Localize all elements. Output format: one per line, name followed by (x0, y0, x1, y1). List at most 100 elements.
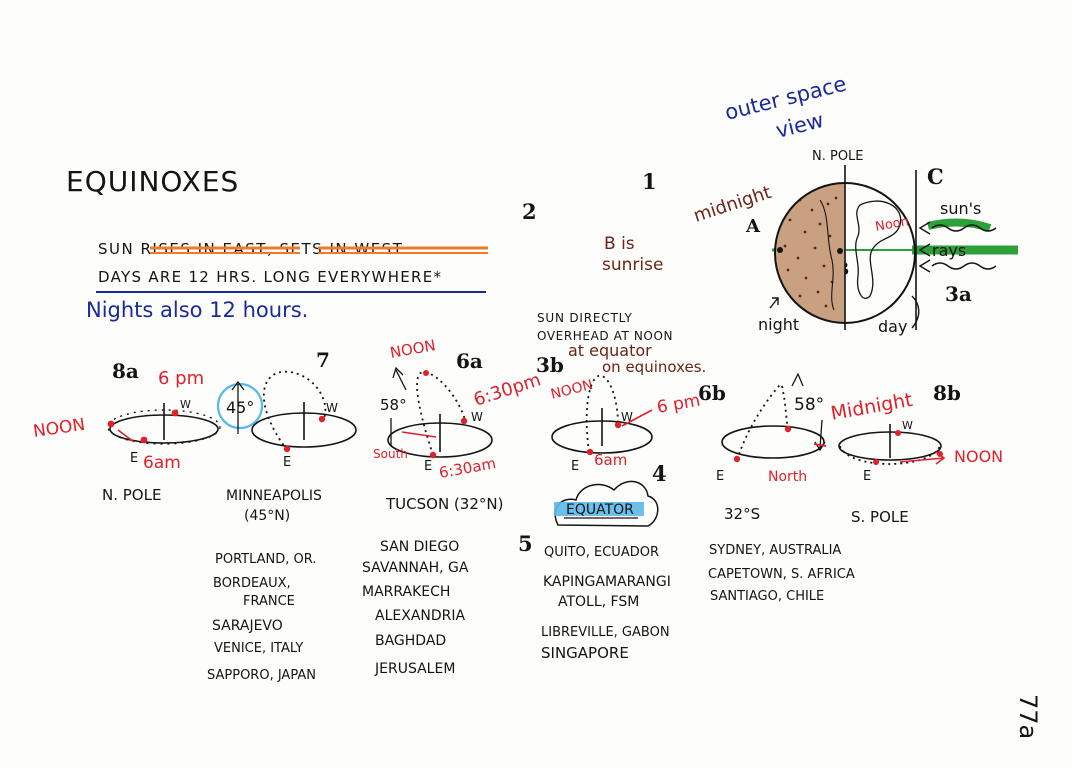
sun-path (839, 445, 941, 465)
sun-dot (614, 421, 622, 429)
sun-dot (140, 436, 148, 444)
city: QUITO, ECUADOR (544, 545, 659, 560)
night-side (775, 183, 845, 323)
sun-path (585, 374, 619, 453)
sunrise-text: sunrise (602, 255, 663, 275)
suns-label: sun's (940, 199, 981, 218)
city: ATOLL, FSM (558, 594, 639, 610)
diagram-south-pole: Midnight W NOON E S. POLE (829, 389, 1003, 526)
sun-dot (895, 430, 901, 436)
point-a-label: A (745, 216, 761, 237)
city: KAPINGAMARANGI (543, 574, 671, 590)
sun-path (107, 409, 221, 445)
ray-arrowhead (918, 243, 931, 257)
sun-dot (423, 370, 429, 376)
north-label: North (768, 469, 807, 485)
ray-arrowhead (918, 221, 931, 235)
north-marker (813, 443, 827, 447)
night-label: night (758, 315, 799, 334)
east-label: E (863, 469, 871, 484)
south-line (401, 431, 437, 438)
angle-label: 58° (380, 396, 407, 414)
label-8a: 8a (112, 359, 139, 383)
note-sun-directly: SUN DIRECTLY (537, 311, 633, 325)
six-am-label: 6am (594, 451, 627, 469)
continent-outline (855, 200, 902, 299)
six-pm-label: 6 pm (655, 391, 701, 418)
label-1: 1 (642, 169, 657, 194)
west-label: W (471, 410, 483, 424)
sun-dot (784, 425, 792, 433)
night-arrow (769, 297, 779, 309)
sun-dot (171, 409, 179, 417)
diagram-minneapolis: 45° W E MINNEAPOLIS (45°N) (216, 370, 357, 524)
south-label: South (373, 447, 408, 461)
city: SINGAPORE (541, 644, 629, 662)
label-7: 7 (316, 348, 330, 372)
equator-highlight (554, 502, 644, 516)
sun-path (416, 371, 466, 456)
page-number: 77a (1014, 694, 1042, 739)
ray-arrowhead (918, 259, 931, 273)
city: SARAJEVO (212, 618, 283, 634)
sun-dot (107, 420, 115, 428)
angle-label: 45° (226, 398, 254, 417)
label-4: 4 (652, 461, 667, 486)
west-label: W (326, 401, 338, 415)
caption-minneapolis-lat: (45°N) (244, 508, 290, 524)
city: BAGHDAD (375, 633, 446, 649)
sun-dot (283, 445, 291, 453)
city: VENICE, ITALY (214, 641, 303, 656)
view-title: view (773, 108, 826, 143)
city: SYDNEY, AUSTRALIA (709, 543, 841, 558)
day-label: day (878, 317, 907, 336)
city: ALEXANDRIA (375, 608, 466, 624)
city: FRANCE (243, 594, 295, 609)
noon-arrow (899, 451, 946, 465)
east-label: E (130, 451, 138, 466)
horizon-ellipse (721, 425, 825, 459)
diagram-tucson: NOON 58° W 6:30pm South E 6:30am TUCSON … (373, 336, 544, 513)
b-is-text: B is (604, 234, 635, 254)
city: PORTLAND, OR. (215, 552, 316, 567)
note-overhead: OVERHEAD AT NOON (537, 329, 673, 343)
west-label: W (621, 410, 633, 424)
west-label: W (902, 419, 913, 432)
cities-45n: PORTLAND, OR. BORDEAUX, FRANCE SARAJEVO … (207, 552, 316, 683)
sun-dot (873, 459, 879, 465)
midnight-label: midnight (691, 182, 774, 227)
west-label: W (180, 398, 191, 411)
east-label: E (283, 455, 291, 470)
noon-arrow (392, 366, 407, 391)
sun-dot (318, 415, 326, 423)
city: BORDEAUX, (213, 576, 291, 591)
wavy-ray (931, 224, 997, 232)
caption-north-pole: N. POLE (102, 486, 161, 504)
noon-label: NOON (954, 447, 1003, 466)
noon-arrow (791, 372, 804, 387)
six-am-label: 6am (143, 453, 181, 473)
note-on-equinoxes: on equinoxes. (602, 358, 706, 376)
city: JERUSALEM (374, 661, 455, 677)
six-pm-pointer (621, 409, 653, 427)
caption-tucson: TUCSON (32°N) (385, 495, 503, 513)
city: MARRAKECH (362, 584, 450, 600)
label-3b: 3b (536, 353, 564, 377)
sunrise-time-label: 6:30am (438, 454, 498, 482)
day-length-line: DAYS ARE 12 HRS. LONG EVERYWHERE* (98, 268, 442, 286)
east-label: E (716, 469, 724, 484)
diagram-32-south: 58° E North 32°S (716, 372, 827, 523)
note-at-equator: at equator (568, 341, 652, 360)
city: SAPPORO, JAPAN (207, 668, 316, 683)
label-5: 5 (518, 531, 533, 556)
sunset-time-label: 6:30pm (471, 369, 543, 410)
label-3a: 3a (945, 282, 972, 306)
sun-path (736, 384, 781, 461)
noon-label: NOON (389, 336, 437, 362)
rays-label: rays (932, 241, 966, 260)
city: CAPETOWN, S. AFRICA (708, 567, 855, 582)
cities-32s: SYDNEY, AUSTRALIA CAPETOWN, S. AFRICA SA… (708, 543, 855, 604)
east-label: E (571, 459, 579, 474)
cities-equator: QUITO, ECUADOR KAPINGAMARANGI ATOLL, FSM… (541, 545, 671, 662)
